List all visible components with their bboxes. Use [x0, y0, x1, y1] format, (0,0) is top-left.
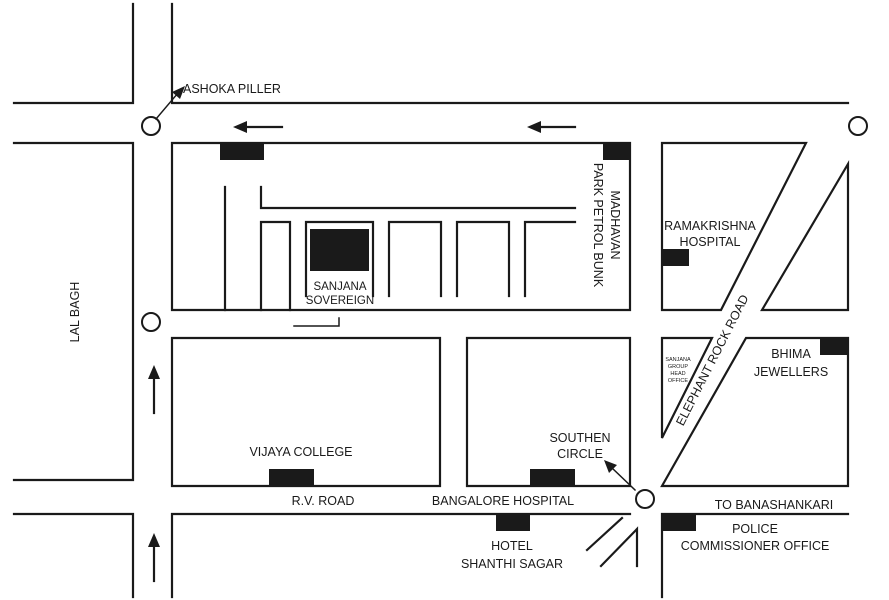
label-sanjana-office-3: HEAD [670, 371, 685, 377]
label-hotel: HOTEL [491, 539, 533, 553]
inner-block-1 [259, 220, 292, 312]
label-vijaya-college: VIJAYA COLLEGE [249, 445, 352, 459]
block-north-main [170, 141, 632, 312]
east-circle [848, 116, 868, 136]
block-east-triangle [760, 159, 850, 312]
road-top-north-edge [170, 2, 850, 105]
landmark-bhima-jewellers [820, 338, 848, 355]
inner-block-5 [523, 220, 577, 298]
inner-block-4 [455, 220, 511, 298]
label-ramakrishna: RAMAKRISHNA [664, 219, 756, 233]
label-commissioner-office: COMMISSIONER OFFICE [681, 539, 830, 553]
pointer-ashoka-icon [172, 86, 185, 99]
pointer-sanjana [293, 317, 340, 327]
branch-road-1 [585, 516, 624, 552]
label-sovereign: SOVEREIGN [306, 295, 374, 307]
map-labels: ASHOKA PILLER LAL BAGH MADHAVAN PARK PET… [68, 82, 833, 571]
label-ashoka-piller: ASHOKA PILLER [183, 82, 281, 96]
landmark-petrol-bunk [603, 144, 630, 160]
landmark-sanjana-sovereign [310, 229, 369, 271]
inner-street-top [259, 185, 577, 210]
inner-block-3 [387, 220, 443, 298]
direction-arrows [148, 86, 637, 583]
pointer-southen-shaft [609, 465, 637, 492]
block-lal-bagh [12, 141, 135, 482]
label-jewellers: JEWELLERS [754, 365, 828, 379]
label-bhima: BHIMA [771, 347, 811, 361]
block-top-left [12, 2, 135, 105]
landmark-southen-block [530, 469, 575, 486]
arrow-left-2-icon [527, 121, 541, 133]
label-to-banashankari: TO BANASHANKARI [715, 498, 834, 512]
branch-road-2 [599, 526, 639, 568]
label-circle: CIRCLE [557, 447, 603, 461]
lal-bagh-circle [141, 312, 161, 332]
block-bottom-center [170, 512, 632, 599]
label-rv-road: R.V. ROAD [292, 494, 355, 508]
label-sanjana-office-4: OFFICE [668, 378, 688, 384]
inner-block-sanjana [304, 220, 375, 298]
landmark-vijaya-college [269, 469, 314, 486]
ashoka-piller-circle [141, 116, 161, 136]
label-madhavan: MADHAVAN [608, 191, 622, 260]
block-bottom-left [12, 512, 135, 599]
arrow-left-1-icon [233, 121, 247, 133]
block-bhima [660, 336, 850, 488]
label-sanjana: SANJANA [313, 281, 366, 293]
label-bangalore-hospital: BANGALORE HOSPITAL [432, 494, 574, 508]
landmark-ramakrishna-hospital [662, 249, 689, 266]
label-sanjana-office-2: GROUP [668, 364, 689, 370]
landmark-north-block [220, 144, 264, 160]
label-hospital: HOSPITAL [680, 235, 741, 249]
label-police: POLICE [732, 522, 778, 536]
pointer-ashoka-shaft [154, 91, 180, 121]
landmark-police-office [662, 514, 696, 531]
southen-circle-junction [635, 489, 655, 509]
label-southen: SOUTHEN [549, 431, 610, 445]
arrow-up-2-icon [148, 533, 160, 547]
label-shanthi-sagar: SHANTHI SAGAR [461, 557, 563, 571]
landmark-markers [220, 144, 848, 531]
pointer-southen-icon [604, 460, 617, 473]
label-lal-bagh: LAL BAGH [68, 282, 82, 343]
label-sanjana-office-1: SANJANA [665, 357, 691, 363]
label-petrol-bunk: PARK PETROL BUNK [591, 163, 605, 288]
block-vijaya-college [170, 336, 442, 488]
arrow-up-1-icon [148, 365, 160, 379]
block-sanjana-office [660, 336, 714, 439]
landmark-hotel-shanthi-sagar [496, 514, 530, 531]
